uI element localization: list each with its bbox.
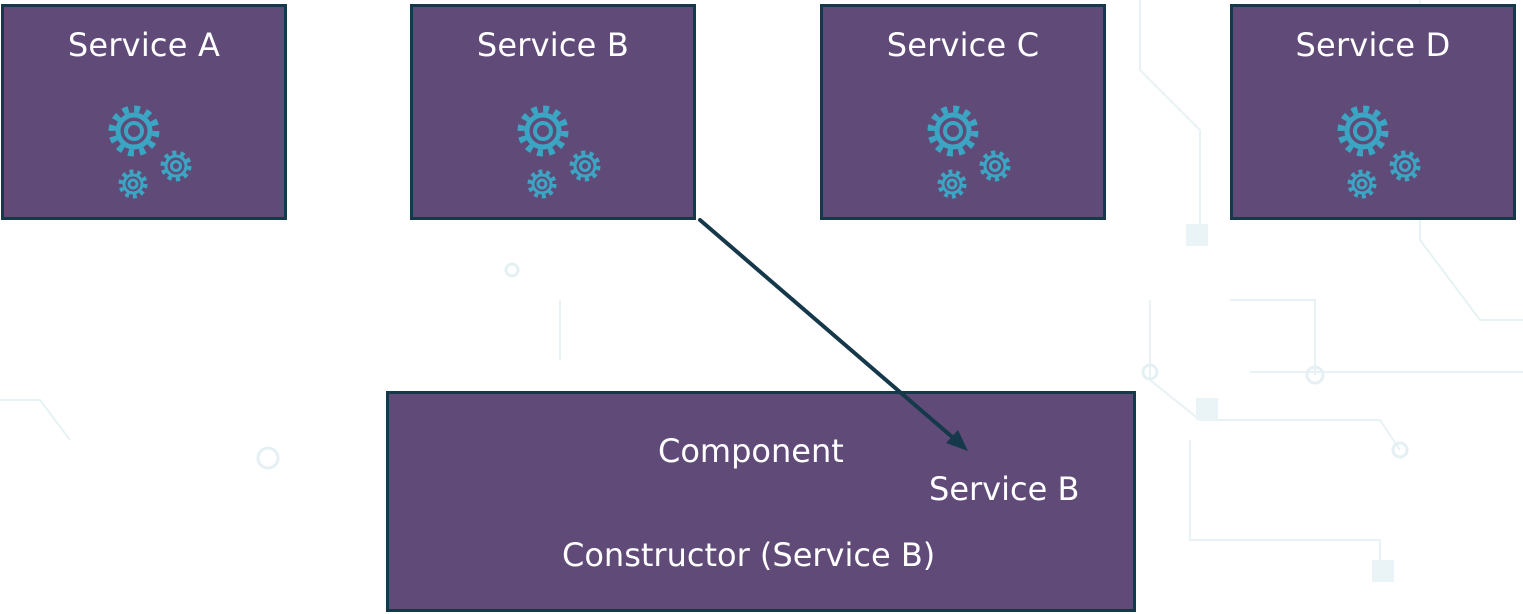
service-b-title: Service B (476, 26, 630, 64)
service-a-box: Service A (1, 4, 287, 220)
service-c-title: Service C (886, 26, 1040, 64)
service-c-box: Service C (820, 4, 1106, 220)
gears-icon (517, 105, 601, 199)
gears-icon (927, 105, 1011, 199)
service-d-title: Service D (1295, 26, 1451, 64)
component-title: Component (658, 432, 844, 470)
service-d-box: Service D (1230, 4, 1516, 220)
service-b-box: Service B (410, 4, 696, 220)
gears-icon (1337, 105, 1421, 199)
injected-service-label: Service B (929, 470, 1080, 508)
service-a-title: Service A (67, 26, 221, 64)
constructor-label: Constructor (Service B) (562, 536, 936, 574)
gears-icon (108, 105, 192, 199)
component-box: Component Service B Constructor (Service… (386, 391, 1136, 612)
